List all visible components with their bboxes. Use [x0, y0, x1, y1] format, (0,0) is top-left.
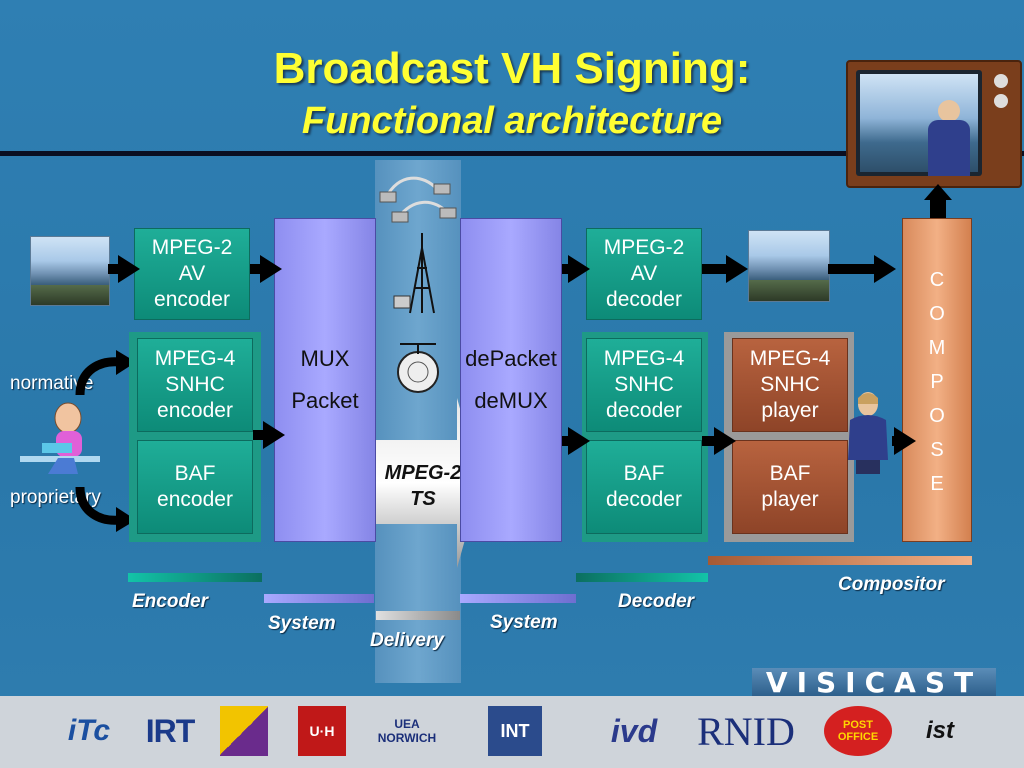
visicast-brand-logo: VISICAST	[752, 668, 996, 698]
delivery-column	[375, 160, 461, 683]
compose-to-tv-arrow	[930, 198, 946, 218]
input-video-thumbnail	[30, 236, 110, 306]
compositor-legend-bar	[708, 556, 972, 565]
delivery-legend-label: Delivery	[370, 630, 444, 651]
uh-logo: U·H	[298, 706, 346, 756]
mpeg2-ts-label: MPEG-2 TS	[384, 462, 462, 510]
normative-curved-arrow-icon	[75, 350, 136, 396]
decoded-video-thumbnail	[748, 230, 830, 302]
slide-subtitle: Functional architecture	[301, 100, 723, 142]
mpeg2-ts-arrow	[373, 398, 481, 568]
ivd-logo: ivd	[610, 712, 658, 749]
delivery-legend-bar	[376, 611, 460, 620]
yellow-purple-logo	[220, 706, 268, 756]
satellite-dish-icon	[397, 343, 439, 393]
encoder-legend-bar	[128, 573, 262, 582]
system-right-legend-bar	[460, 594, 576, 603]
post-office-logo: POST OFFICE	[824, 706, 892, 756]
uea-norwich-logo: UEA NORWICH	[377, 717, 437, 745]
decoder-legend-bar	[576, 573, 708, 582]
irt-logo: IRT	[145, 712, 196, 749]
itc-logo: iTc	[67, 714, 111, 747]
decoder-legend-label: Decoder	[618, 591, 695, 612]
system-left-legend-label: System	[268, 613, 336, 634]
signing-avatar-icon	[848, 392, 888, 474]
tv-icon	[846, 60, 1022, 188]
proprietary-curved-arrow-icon	[75, 486, 136, 532]
ist-logo: ist	[925, 717, 954, 744]
person-at-desk-icon	[20, 402, 100, 474]
compositor-legend-label: Compositor	[838, 574, 945, 595]
title-rule	[0, 151, 1024, 156]
rnid-logo: RNID	[697, 708, 795, 754]
transmitter-tower-icon	[393, 233, 435, 314]
normative-label: normative	[10, 373, 94, 394]
encoder-legend-label: Encoder	[132, 591, 209, 612]
cables-icon	[379, 176, 457, 223]
int-logo: INT	[488, 706, 542, 756]
slide-title: Broadcast VH Signing:	[273, 44, 751, 93]
system-left-legend-bar	[264, 594, 374, 603]
system-right-legend-label: System	[490, 612, 558, 633]
